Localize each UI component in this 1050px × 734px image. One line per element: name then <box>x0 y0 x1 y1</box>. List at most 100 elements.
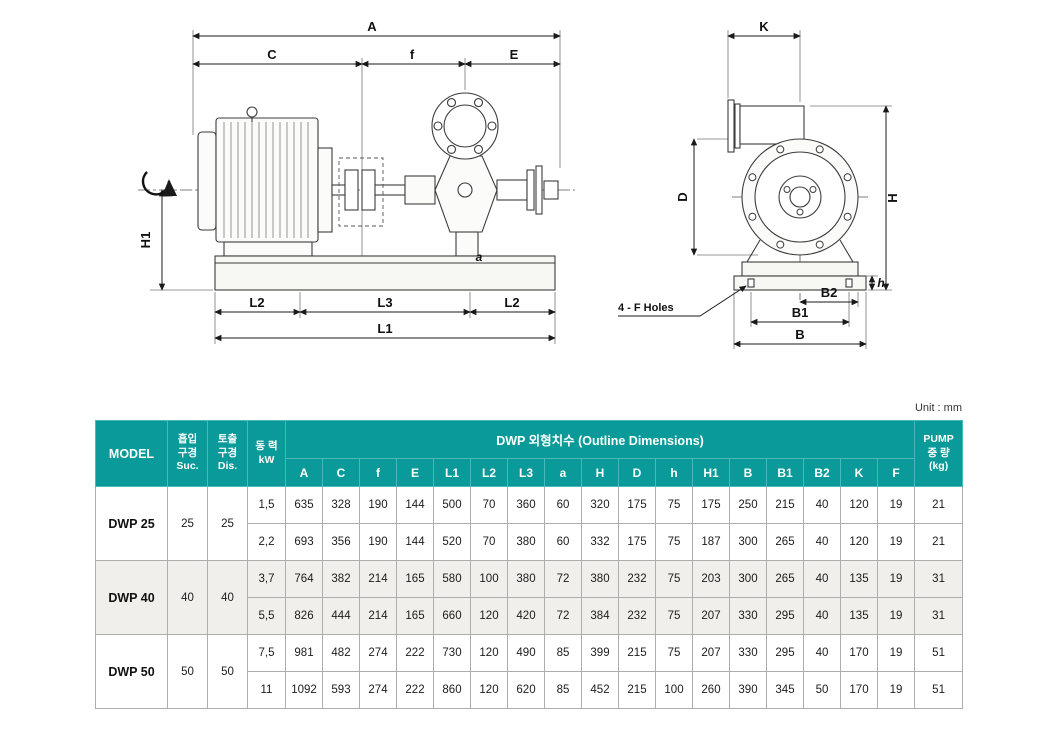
dim-cell: 382 <box>322 560 360 598</box>
baseplate <box>214 255 556 291</box>
dim-cell: 265 <box>766 523 804 561</box>
dim-cell: 214 <box>359 597 397 635</box>
dim-cell: 300 <box>729 560 767 598</box>
dim-cell: 135 <box>840 597 878 635</box>
weight-cell: 21 <box>914 486 964 524</box>
dim-cell: 100 <box>655 671 693 709</box>
dim-label-f: f <box>410 47 415 62</box>
dim-cell: 215 <box>618 671 656 709</box>
dim-cell: 328 <box>322 486 360 524</box>
dimension-table-wrap: MODEL 흡입 구경 Suc. 토출 구경 Dis. 동 력 kW DWP 외… <box>95 420 964 709</box>
base-flange <box>733 275 867 291</box>
dim-cell: 384 <box>581 597 619 635</box>
dim-col-header-H: H <box>581 458 619 487</box>
dim-cell: 345 <box>766 671 804 709</box>
dim-cell: 40 <box>803 634 841 672</box>
suction-flange-front <box>727 99 735 153</box>
dim-cell: 120 <box>840 523 878 561</box>
dim-cell: 60 <box>544 523 582 561</box>
dim-label-H1: H1 <box>138 232 153 249</box>
dim-cell: 222 <box>396 634 434 672</box>
rotation-arrow <box>141 171 178 197</box>
dim-label-h: h <box>877 276 884 290</box>
dim-col-header-h: h <box>655 458 693 487</box>
dim-cell: 19 <box>876 486 916 524</box>
discharge-cell: 25 <box>207 486 248 561</box>
dimension-table: MODEL 흡입 구경 Suc. 토출 구경 Dis. 동 력 kW DWP 외… <box>95 420 964 709</box>
dim-cell: 190 <box>359 523 397 561</box>
dim-cell: 390 <box>729 671 767 709</box>
power-cell: 1,5 <box>247 486 286 524</box>
dim-cell: 826 <box>285 597 323 635</box>
eye-bolt <box>246 106 258 118</box>
dim-label-C: C <box>267 47 277 62</box>
suction-cell: 25 <box>167 486 208 561</box>
dim-cell: 40 <box>803 486 841 524</box>
dim-col-header-L3: L3 <box>507 458 545 487</box>
dim-cell: 72 <box>544 597 582 635</box>
dim-cell: 19 <box>876 671 916 709</box>
dim-label-L2: L2 <box>504 295 519 310</box>
dim-cell: 120 <box>840 486 878 524</box>
power-cell: 3,7 <box>247 560 286 598</box>
dim-cell: 620 <box>507 671 545 709</box>
dim-cell: 232 <box>618 560 656 598</box>
foot-hole <box>747 278 755 288</box>
dim-cell: 40 <box>803 523 841 561</box>
dim-cell: 660 <box>433 597 471 635</box>
dim-cell: 635 <box>285 486 323 524</box>
shaft <box>331 184 346 196</box>
dim-cell: 482 <box>322 634 360 672</box>
dim-cell: 320 <box>581 486 619 524</box>
dim-cell: 580 <box>433 560 471 598</box>
dim-cell: 693 <box>285 523 323 561</box>
dim-cell: 40 <box>803 560 841 598</box>
dim-cell: 274 <box>359 634 397 672</box>
dim-col-header-L1: L1 <box>433 458 471 487</box>
dim-label-a: a <box>476 250 483 264</box>
dim-cell: 165 <box>396 560 434 598</box>
side-view: A C f E H1 a L2 L3 L2 L1 <box>138 19 575 344</box>
dim-label-A: A <box>367 19 377 34</box>
dim-col-header-L2: L2 <box>470 458 508 487</box>
power-cell: 11 <box>247 671 286 709</box>
discharge-pipe <box>496 179 528 201</box>
motor-foot <box>223 241 313 257</box>
dim-cell: 860 <box>433 671 471 709</box>
discharge-flange <box>526 169 535 211</box>
pump-base <box>741 261 859 277</box>
dim-cell: 75 <box>655 634 693 672</box>
dim-cell: 144 <box>396 523 434 561</box>
header-pump-weight: PUMP 중 량 (kg) <box>914 420 964 487</box>
unit-label: Unit : mm <box>914 402 962 414</box>
weight-cell: 31 <box>914 560 964 598</box>
dim-cell: 330 <box>729 597 767 635</box>
dim-cell: 135 <box>840 560 878 598</box>
dim-col-header-C: C <box>322 458 360 487</box>
dim-cell: 380 <box>581 560 619 598</box>
dim-cell: 100 <box>470 560 508 598</box>
dim-cell: 444 <box>322 597 360 635</box>
dim-col-header-E: E <box>396 458 434 487</box>
dim-cell: 50 <box>803 671 841 709</box>
dim-cell: 330 <box>729 634 767 672</box>
dim-cell: 19 <box>876 597 916 635</box>
dim-cell: 187 <box>692 523 730 561</box>
holes-label: 4 - F Holes <box>618 302 674 314</box>
dim-cell: 120 <box>470 597 508 635</box>
header-outline-dimensions: DWP 외형치수 (Outline Dimensions) <box>284 420 916 459</box>
dim-col-header-K: K <box>840 458 878 487</box>
power-cell: 2,2 <box>247 523 286 561</box>
model-cell: DWP 50 <box>95 634 168 709</box>
shaft <box>374 184 406 196</box>
dim-cell: 222 <box>396 671 434 709</box>
foot-hole <box>845 278 853 288</box>
weight-cell: 31 <box>914 597 964 635</box>
dim-cell: 295 <box>766 597 804 635</box>
dim-cell: 85 <box>544 671 582 709</box>
coupling-guard <box>338 157 384 227</box>
dim-cell: 170 <box>840 671 878 709</box>
